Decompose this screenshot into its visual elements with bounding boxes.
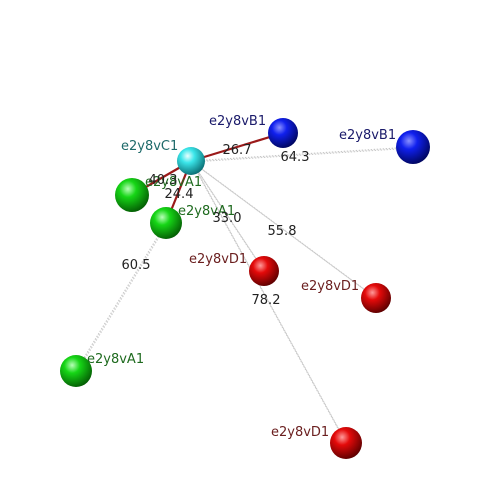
distance-line xyxy=(190,160,266,273)
atom-label: e2y8vA1 xyxy=(178,204,235,219)
atom-label: e2y8vD1 xyxy=(301,279,359,294)
distance-label: 33.0 xyxy=(213,211,242,226)
atom-label: e2y8vA1 xyxy=(87,352,144,367)
atom-label: e2y8vD1 xyxy=(271,425,329,440)
distance-label: 40.3 xyxy=(149,173,178,188)
distance-line xyxy=(190,146,415,163)
distance-label: 60.5 xyxy=(122,258,151,273)
distance-label: 64.3 xyxy=(281,150,310,165)
atom-sphere-green[interactable] xyxy=(150,207,182,239)
atom-label: e2y8vB1 xyxy=(339,128,396,143)
atom-sphere-green[interactable] xyxy=(60,355,92,387)
distance-label: 24.4 xyxy=(165,187,194,202)
distance-line xyxy=(190,160,378,300)
measurement-lines xyxy=(75,131,415,445)
atom-label: e2y8vD1 xyxy=(189,252,247,267)
atom-labels: e2y8vC1 e2y8vB1 e2y8vB1 e2y8vA1 e2y8vA1 e2y8v… xyxy=(87,114,396,440)
atom-label: e2y8vC1 xyxy=(121,139,178,154)
distance-line xyxy=(75,222,168,373)
distance-label: 55.8 xyxy=(268,224,297,239)
distance-line xyxy=(190,160,348,445)
atoms xyxy=(60,118,430,459)
atom-label: e2y8vB1 xyxy=(209,114,266,129)
atom-sphere-red[interactable] xyxy=(361,283,391,313)
atom-sphere-red[interactable] xyxy=(330,427,362,459)
distance-labels: 26.7 64.3 40.324.4 33.0 55.8 78.2 60.5 xyxy=(122,143,310,308)
atom-sphere-blue[interactable] xyxy=(396,130,430,164)
bond-line xyxy=(189,131,285,163)
atom-label: e2y8vA1 xyxy=(145,175,202,190)
atom-sphere-blue[interactable] xyxy=(268,118,298,148)
atom-sphere-green[interactable] xyxy=(115,178,149,212)
distance-label: 78.2 xyxy=(252,293,281,308)
atom-sphere-cyan[interactable] xyxy=(177,147,205,175)
atom-sphere-red[interactable] xyxy=(249,256,279,286)
distance-label: 26.7 xyxy=(223,143,252,158)
